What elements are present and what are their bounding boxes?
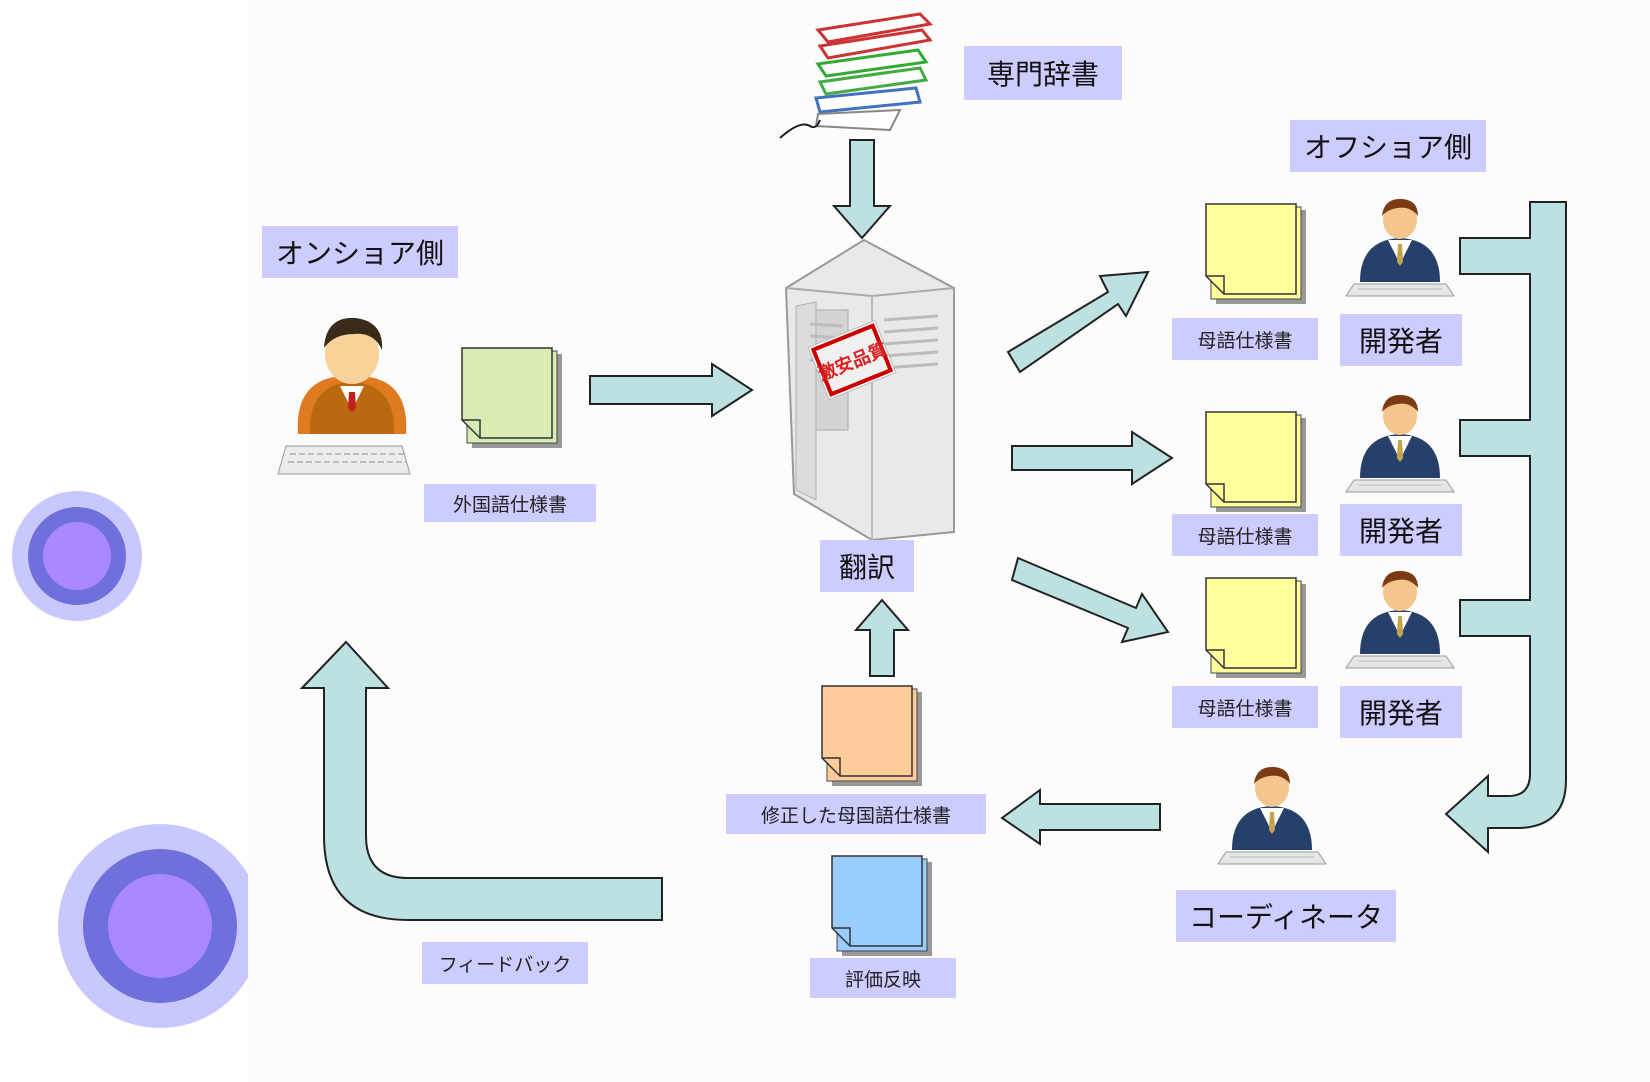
developer-label-3: 開発者 — [1340, 686, 1462, 738]
arrow-spec-to-translation — [589, 362, 754, 418]
decorative-circle-bottom — [58, 824, 262, 1028]
arrow-developers-to-coordinator — [1444, 201, 1567, 855]
books-icon — [779, 12, 934, 139]
developer-label-1: 開発者 — [1340, 314, 1462, 366]
developer-label-2: 開発者 — [1340, 504, 1462, 556]
native-doc-label-3: 母語仕様書 — [1172, 686, 1318, 728]
offshore-label: オフショア側 — [1290, 120, 1486, 172]
revised-doc-icon — [821, 685, 923, 787]
coordinator-label: コーディネータ — [1176, 890, 1396, 942]
developer-icon-3 — [1345, 570, 1455, 669]
server-icon: 激安品質 — [784, 238, 955, 542]
arrow-revised-doc-to-translation — [853, 598, 911, 677]
native-doc-icon-1 — [1205, 203, 1307, 305]
developer-icon-1 — [1345, 198, 1455, 297]
evaluation-doc-icon — [831, 855, 933, 957]
dictionary-label: 専門辞書 — [964, 46, 1122, 100]
arrow-translation-to-native-doc-2 — [1011, 430, 1174, 486]
onshore-person-icon — [277, 317, 411, 475]
native-doc-icon-2 — [1205, 411, 1307, 513]
arrow-dictionary-to-translation — [831, 139, 893, 240]
evaluation-label: 評価反映 — [810, 958, 956, 998]
decorative-circle-top — [12, 491, 142, 621]
onshore-label: オンショア側 — [262, 226, 458, 278]
translation-label: 翻訳 — [820, 540, 914, 592]
developer-icon-2 — [1345, 394, 1455, 493]
revised-doc-label: 修正した母国語仕様書 — [726, 794, 986, 834]
arrow-translation-to-native-doc-3 — [1010, 556, 1170, 644]
native-doc-icon-3 — [1205, 577, 1307, 679]
arrow-feedback — [299, 640, 663, 921]
foreign-spec-label: 外国語仕様書 — [424, 484, 596, 522]
native-doc-label-2: 母語仕様書 — [1172, 514, 1318, 556]
arrow-coordinator-to-revised-doc — [1000, 788, 1161, 846]
arrow-translation-to-native-doc-1 — [1006, 270, 1150, 374]
foreign-spec-document-icon — [461, 347, 563, 449]
feedback-label: フィードバック — [422, 942, 588, 984]
native-doc-label-1: 母語仕様書 — [1172, 318, 1318, 360]
coordinator-icon — [1217, 766, 1327, 865]
